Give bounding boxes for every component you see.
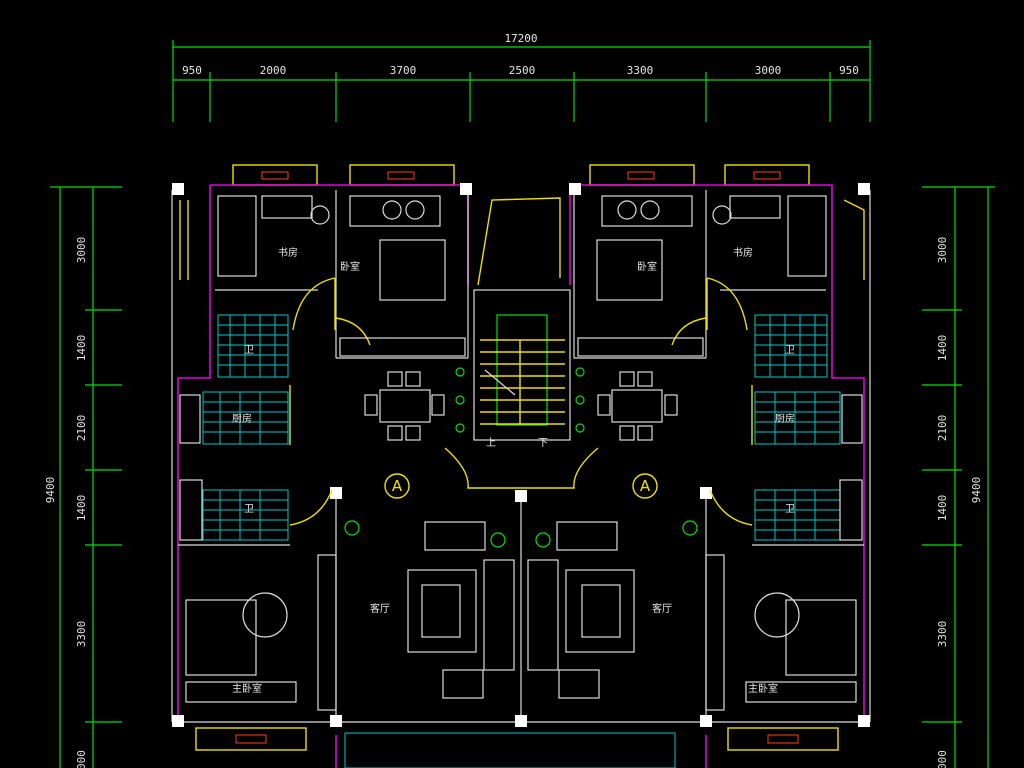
top-dimension-2: 2000: [260, 64, 287, 77]
right-dimension-chain: 9400 3000 1400 2100 1400 3300 000: [922, 186, 995, 768]
right-dimension-1: 3000: [936, 237, 949, 264]
top-dimension-chain: 17200 950 2000 3700 2500 3300 3000 950: [172, 32, 871, 122]
right-dimension-5: 3300: [936, 621, 949, 648]
axis-label-right: A: [640, 477, 651, 495]
room-label-left-study: 书房: [278, 246, 298, 259]
room-label-right-study: 书房: [733, 246, 753, 259]
room-label-right-bedroom: 卧室: [637, 260, 657, 273]
door-swings: [289, 277, 753, 526]
room-label-right-toilet-top: 卫: [785, 345, 795, 356]
room-label-right-kitchen: 厨房: [775, 412, 795, 425]
columns: [172, 183, 870, 727]
walls: [171, 184, 871, 768]
axis-label-left: A: [392, 477, 403, 495]
room-label-left-bedroom: 卧室: [340, 260, 360, 273]
room-label-left-living: 客厅: [370, 602, 390, 615]
room-label-left-toilet-bottom: 卫: [244, 504, 254, 515]
room-label-left-master: 主卧室: [232, 682, 262, 695]
left-dimension-1: 3000: [75, 237, 88, 264]
room-labels: 书房 卧室 卫 厨房 卫 客厅 主卧室 书房 卧室 卫 厨房 卫 客厅 主卧室: [232, 246, 795, 695]
left-dimension-4: 1400: [75, 495, 88, 522]
right-dimension-4: 1400: [936, 495, 949, 522]
right-dimension-3: 2100: [936, 415, 949, 442]
top-dimension-3: 3700: [390, 64, 417, 77]
top-dimension-4: 2500: [509, 64, 536, 77]
room-label-right-toilet-bottom: 卫: [785, 504, 795, 515]
top-dimension-1: 950: [182, 64, 202, 77]
fixture-markers: [344, 367, 698, 548]
left-dimension-2: 1400: [75, 335, 88, 362]
axis-markers: A A: [384, 473, 658, 499]
room-label-right-master: 主卧室: [748, 682, 778, 695]
left-dimension-chain: 9400 3000 1400 2100 1400 3300 000: [44, 186, 122, 768]
windows: [179, 164, 865, 751]
top-total-dimension: 17200: [504, 32, 537, 45]
stair-down-label: 下: [538, 438, 548, 449]
top-dimension-7: 950: [839, 64, 859, 77]
room-label-left-kitchen: 厨房: [232, 412, 252, 425]
tiled-areas: [202, 314, 841, 768]
top-dimension-6: 3000: [755, 64, 782, 77]
stair-up-label: 上: [486, 437, 496, 449]
furniture: [179, 195, 863, 711]
left-dimension-5: 3300: [75, 621, 88, 648]
top-dimension-5: 3300: [627, 64, 654, 77]
left-dimension-3: 2100: [75, 415, 88, 442]
right-dimension-2: 1400: [936, 335, 949, 362]
right-dimension-6: 000: [936, 750, 949, 768]
left-dimension-6: 000: [75, 750, 88, 768]
left-total-dimension: 9400: [44, 477, 57, 504]
right-total-dimension: 9400: [970, 477, 983, 504]
staircase: 上 下: [444, 197, 599, 489]
room-label-left-toilet-top: 卫: [244, 345, 254, 356]
room-label-right-living: 客厅: [652, 602, 672, 615]
